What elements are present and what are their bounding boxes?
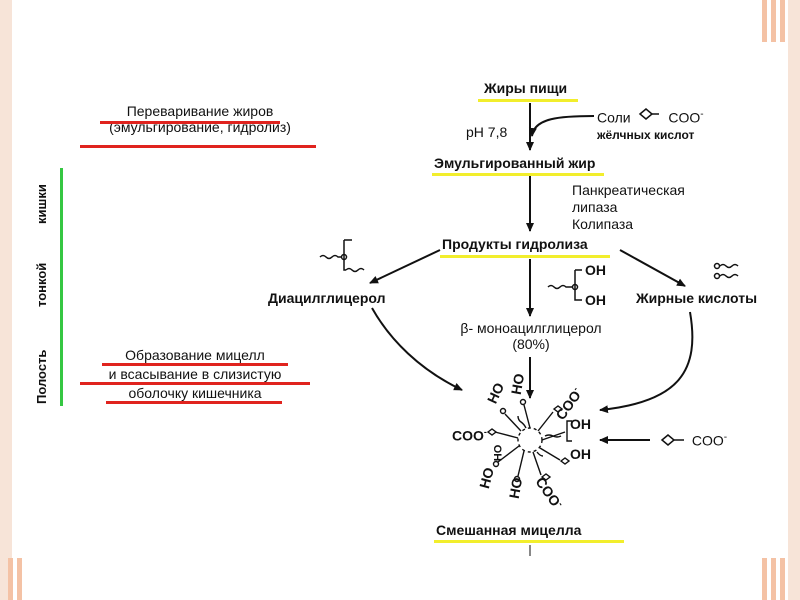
diamond-icon-input: [660, 434, 676, 446]
monoacylglycerol-label: β- моноацилглицерол (80%): [438, 320, 624, 352]
micelle-title: Образование мицелл и всасывание в слизис…: [76, 347, 314, 401]
cavity-green-line: [60, 168, 63, 406]
oh-top-1: OH: [585, 262, 606, 278]
diamond-icon-bile: [638, 108, 654, 120]
digestion-line1: Переваривание жиров: [126, 103, 274, 119]
micelle-line3: оболочку кишечника: [128, 385, 262, 401]
coo-group: COO: [668, 109, 701, 126]
fatty-acids-label: Жирные кислоты: [636, 290, 758, 306]
diacylglycerol-label: Диацилглицерол: [268, 290, 386, 306]
micelle-line1: Образование мицелл: [125, 347, 265, 363]
ph-label: pH 7,8: [466, 124, 508, 140]
arrow-to-diacylglycerol: [369, 249, 441, 284]
left-frame-border: [0, 0, 12, 600]
hydrolysis-products-underline: [440, 255, 610, 258]
lipase-line1: Панкреатическая: [572, 182, 685, 198]
arrow-diacyl-to-micelle: [371, 307, 463, 391]
mixed-micelle-label: Смешанная мицелла: [436, 522, 582, 538]
bile-salts-word: Соли: [597, 109, 631, 126]
micelle-underline-1: [102, 363, 288, 366]
emulsified-fat-underline: [432, 173, 604, 176]
micelle-oh-right-2: OH: [570, 446, 591, 462]
bile-salt-input-row: COO-: [691, 432, 728, 449]
arrow-to-fatty-acids: [619, 249, 686, 287]
micelle-line2: и всасывание в слизистую: [108, 366, 282, 382]
right-frame-border: [788, 0, 800, 600]
top-right-stripes: [762, 0, 792, 42]
coo-charge: -: [700, 109, 704, 120]
mixed-micelle-structure: [486, 398, 572, 483]
lipase-line2: липаза: [572, 199, 618, 215]
monoacylglycerol-line2: (80%): [512, 336, 550, 352]
oh-top-2: OH: [585, 292, 606, 308]
bottom-right-stripes: [762, 558, 792, 600]
monoacylglycerol-line1: β- моноацилглицерол: [460, 320, 602, 336]
emulsified-fat-label: Эмульгированный жир: [434, 155, 596, 171]
micelle-coo-left: COO-: [452, 427, 487, 444]
food-fats-label: Жиры пищи: [484, 80, 568, 96]
micelle-underline-2: [80, 382, 310, 385]
bile-salts-row: Соли COO-: [597, 107, 704, 126]
digestion-underline-2: [80, 145, 316, 148]
bile-acids-label: жёлчных кислот: [597, 128, 695, 142]
digestion-underline-1: [100, 121, 280, 124]
fatty-acids-icon: [713, 262, 739, 280]
diacylglycerol-molecule-icon: [319, 239, 365, 273]
micelle-underline-3: [106, 401, 282, 404]
micelle-oh-right-1: OH: [570, 416, 591, 432]
food-fats-underline: [478, 99, 578, 102]
arrow-fatty-to-micelle: [599, 311, 694, 414]
mixed-micelle-underline: [434, 540, 624, 543]
arrow-bile-salts: [528, 115, 595, 137]
hydrolysis-products-label: Продукты гидролиза: [442, 236, 588, 252]
bottom-left-stripes: [8, 558, 38, 600]
colipase-label: Колипаза: [572, 216, 634, 232]
monoacylglycerol-molecule-icon: [547, 269, 582, 301]
